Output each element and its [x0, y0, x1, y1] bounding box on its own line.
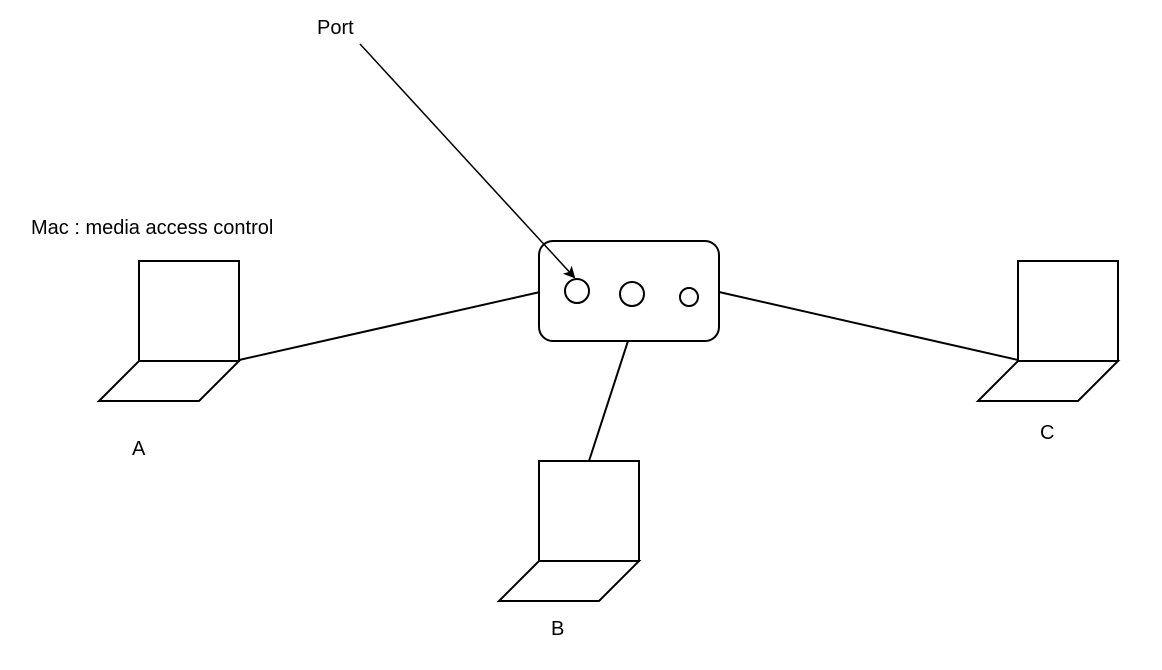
mac-label: Mac : media access control: [31, 217, 273, 239]
port-pointer-arrow: [359, 43, 576, 279]
laptop-keyboard: [96, 360, 242, 402]
port-icon[interactable]: [679, 287, 699, 307]
laptop-screen: [538, 460, 640, 562]
laptop-icon[interactable]: [496, 460, 642, 602]
port-label: Port: [317, 17, 354, 39]
link-a-to-switch: [238, 291, 541, 361]
switch-body: [538, 240, 720, 342]
port-icon[interactable]: [619, 281, 645, 307]
computer-c-label: C: [1040, 422, 1054, 444]
laptop-screen: [138, 260, 240, 362]
switch-icon[interactable]: [538, 240, 720, 342]
computer-b-label: B: [551, 618, 564, 640]
laptop-keyboard: [975, 360, 1121, 402]
link-switch-to-b: [588, 340, 629, 462]
laptop-screen: [1017, 260, 1119, 362]
port-icon[interactable]: [564, 278, 590, 304]
laptop-icon[interactable]: [96, 260, 242, 402]
computer-a-label: A: [132, 438, 146, 460]
laptop-keyboard: [496, 560, 642, 602]
laptop-icon[interactable]: [975, 260, 1121, 402]
link-switch-to-c: [718, 291, 1019, 361]
